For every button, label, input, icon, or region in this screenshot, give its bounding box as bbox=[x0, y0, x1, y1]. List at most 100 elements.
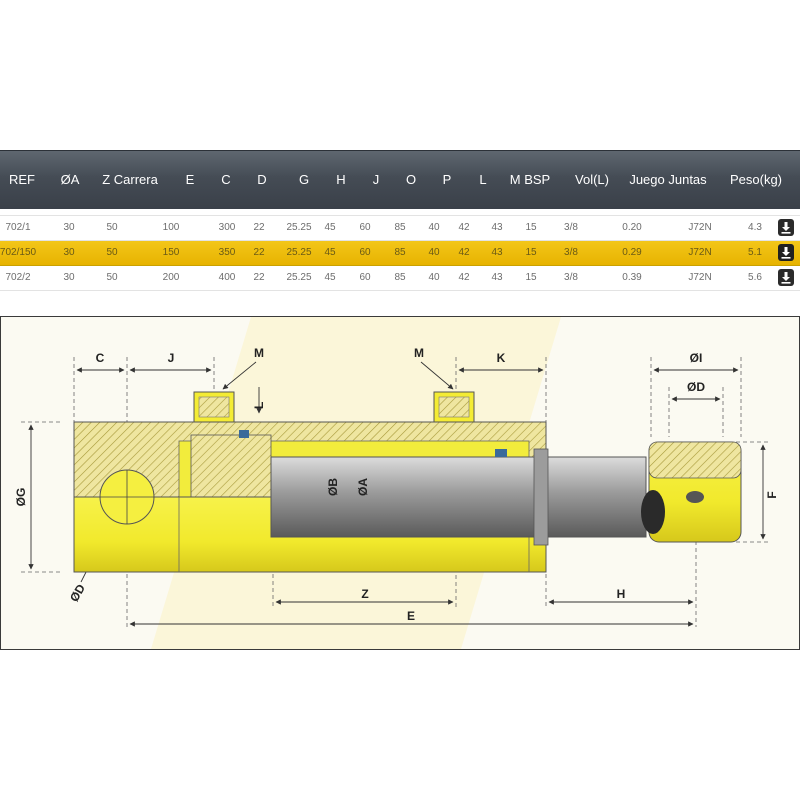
download-button[interactable] bbox=[778, 219, 794, 236]
rod-end-eye-section bbox=[648, 441, 742, 479]
label-z: Z bbox=[361, 587, 368, 601]
table-cell: 0.20 bbox=[622, 222, 642, 233]
column-header: Juego Juntas bbox=[629, 172, 707, 187]
table-cell: 702/1 bbox=[5, 222, 31, 233]
column-header: G bbox=[298, 172, 310, 187]
table-cell: 0.39 bbox=[622, 272, 642, 283]
column-header: H bbox=[336, 172, 346, 187]
table-cell: 50 bbox=[106, 272, 118, 283]
table-cell: 100 bbox=[162, 222, 180, 233]
table-cell: 15 bbox=[525, 222, 537, 233]
column-header: D bbox=[257, 172, 267, 187]
table-cell: 25.25 bbox=[286, 222, 312, 233]
table-cell: 300 bbox=[218, 222, 236, 233]
table-cell: 25.25 bbox=[286, 272, 312, 283]
label-og: ØG bbox=[14, 488, 28, 507]
table-cell: 45 bbox=[324, 272, 336, 283]
table-cell: 400 bbox=[218, 272, 236, 283]
column-header: L bbox=[479, 172, 487, 187]
column-header: O bbox=[405, 172, 417, 187]
table-cell: 30 bbox=[63, 247, 75, 258]
rod-end-ball bbox=[641, 490, 665, 534]
table-cell: 22 bbox=[253, 272, 265, 283]
table-cell: 15 bbox=[525, 272, 537, 283]
label-j: J bbox=[168, 351, 175, 365]
table-cell: 200 bbox=[162, 272, 180, 283]
piston-rod bbox=[270, 456, 647, 538]
label-od-top: ØD bbox=[687, 380, 705, 394]
table-cell: 5.1 bbox=[748, 247, 762, 258]
table-cell: 42 bbox=[458, 247, 470, 258]
table-cell: 43 bbox=[491, 247, 503, 258]
table-row[interactable]: 702/1 30 50 100 300 22 25.25 45 60 85 40 42 43 15 3/8 0… bbox=[0, 215, 800, 241]
label-oi: ØI bbox=[690, 351, 703, 365]
table-cell: 3/8 bbox=[564, 247, 578, 258]
label-m-front: M bbox=[414, 346, 424, 360]
table-cell: 702/2 bbox=[5, 272, 31, 283]
column-header: REF bbox=[9, 172, 35, 187]
cylinder-diagram: C J M M K ØI ØD L ØG ØB ØA F ØD Z H E bbox=[0, 316, 800, 650]
column-header: Vol(L) bbox=[575, 172, 609, 187]
table-cell: 30 bbox=[63, 222, 75, 233]
table-cell: 85 bbox=[394, 272, 406, 283]
table-cell: 60 bbox=[359, 222, 371, 233]
table-cell: 40 bbox=[428, 247, 440, 258]
table-cell: 4.3 bbox=[748, 222, 762, 233]
table-cell: 40 bbox=[428, 222, 440, 233]
table-cell: 5.6 bbox=[748, 272, 762, 283]
label-e: E bbox=[407, 609, 415, 623]
download-icon bbox=[781, 272, 791, 284]
table-cell: 350 bbox=[218, 247, 236, 258]
label-f: F bbox=[765, 491, 779, 498]
table-cell: 85 bbox=[394, 222, 406, 233]
label-c: C bbox=[96, 351, 105, 365]
table-cell: 702/150 bbox=[0, 247, 37, 258]
table-cell: 30 bbox=[63, 272, 75, 283]
label-l: L bbox=[252, 402, 266, 409]
table-cell: 42 bbox=[458, 272, 470, 283]
table-cell: 3/8 bbox=[564, 272, 578, 283]
label-k: K bbox=[497, 351, 506, 365]
download-button[interactable] bbox=[778, 269, 794, 286]
label-ob: ØB bbox=[326, 478, 340, 496]
column-header: Z Carrera bbox=[102, 172, 158, 187]
table-cell: J72N bbox=[688, 247, 712, 258]
download-icon bbox=[781, 247, 791, 259]
table-cell: 85 bbox=[394, 247, 406, 258]
table-body: 702/1 30 50 100 300 22 25.25 45 60 85 40 42 43 15 3/8 0… bbox=[0, 215, 800, 291]
table-cell: 60 bbox=[359, 272, 371, 283]
table-cell: 60 bbox=[359, 247, 371, 258]
table-cell: 3/8 bbox=[564, 222, 578, 233]
port-front-thread bbox=[438, 396, 470, 418]
download-icon bbox=[781, 222, 791, 234]
table-cell: 22 bbox=[253, 247, 265, 258]
table-cell: 40 bbox=[428, 272, 440, 283]
table-cell: 45 bbox=[324, 222, 336, 233]
download-button[interactable] bbox=[778, 244, 794, 261]
table-cell: 43 bbox=[491, 222, 503, 233]
rod-end-lube-hole bbox=[686, 491, 704, 503]
gland bbox=[533, 448, 549, 546]
column-header: C bbox=[221, 172, 231, 187]
table-cell: 25.25 bbox=[286, 247, 312, 258]
table-cell: 15 bbox=[525, 247, 537, 258]
table-cell: J72N bbox=[688, 222, 712, 233]
column-header: P bbox=[442, 172, 452, 187]
label-h: H bbox=[617, 587, 626, 601]
column-header: M BSP bbox=[509, 172, 551, 187]
table-cell: 22 bbox=[253, 222, 265, 233]
column-header: ØA bbox=[60, 172, 80, 187]
table-cell: 50 bbox=[106, 247, 118, 258]
table-cell: 42 bbox=[458, 222, 470, 233]
piston bbox=[190, 434, 272, 498]
table-cell: 50 bbox=[106, 222, 118, 233]
column-header: Peso(kg) bbox=[729, 172, 783, 187]
table-cell: J72N bbox=[688, 272, 712, 283]
port-rear-thread bbox=[198, 396, 230, 418]
piston-seal bbox=[239, 430, 249, 438]
column-header: E bbox=[185, 172, 195, 187]
